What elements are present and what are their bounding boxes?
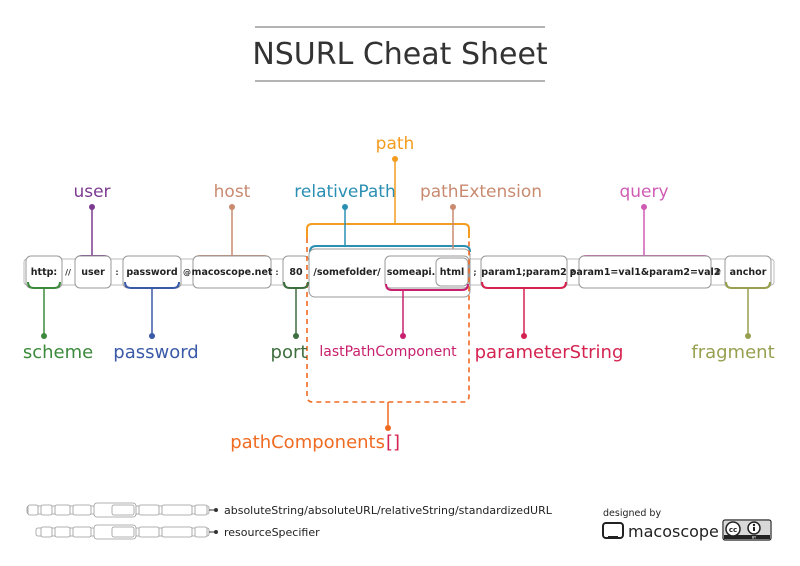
connector-port — [283, 281, 309, 339]
svg-text:user: user — [81, 267, 105, 278]
legend-bar-2 — [35, 524, 210, 540]
macoscope-brand: macoscope — [628, 522, 719, 541]
segment-host: macoscope.net — [192, 255, 273, 289]
label-scheme: scheme — [23, 342, 93, 363]
svg-text:/somefolder/: /somefolder/ — [313, 267, 381, 278]
svg-text:html: html — [440, 267, 464, 278]
segment-fragment: anchor — [724, 255, 772, 289]
separator-semicolon: ; — [473, 268, 476, 277]
connector-path-components — [306, 238, 470, 431]
label-path: path — [376, 134, 415, 154]
connector-user — [75, 204, 111, 263]
label-query: query — [619, 182, 668, 202]
macoscope-logo-icon — [602, 522, 624, 539]
svg-text:BY: BY — [752, 536, 757, 540]
segment-query: param1=val1&param2=val2 — [570, 255, 721, 289]
separator-question: ? — [571, 268, 576, 277]
connector-parameter-string — [481, 281, 567, 339]
separator-colon-2: : — [275, 268, 278, 277]
label-port: port — [271, 342, 308, 363]
connector-fragment — [725, 281, 771, 339]
segment-user: user — [74, 255, 112, 289]
connector-query — [579, 204, 711, 263]
separator-colon-1: : — [115, 268, 118, 277]
label-path-components-brackets: [] — [386, 432, 400, 453]
label-relative-path: relativePath — [294, 182, 395, 202]
segment-password: password — [122, 255, 182, 289]
connector-scheme — [27, 281, 61, 339]
legend-dot-1 — [214, 508, 218, 512]
svg-text:password: password — [126, 267, 177, 278]
segment-parameters: param1;param2 — [480, 255, 568, 289]
svg-text:someapi.: someapi. — [387, 267, 436, 278]
svg-text:80: 80 — [289, 267, 303, 278]
svg-text:http:: http: — [31, 267, 57, 278]
legend-dot-2 — [214, 530, 218, 534]
separator-hash: # — [715, 268, 722, 277]
legend-text-2: resourceSpecifier — [224, 526, 320, 539]
label-fragment: fragment — [691, 342, 774, 363]
connector-relative-path — [309, 204, 471, 253]
label-path-components: pathComponents — [230, 432, 385, 453]
connector-password — [124, 281, 180, 339]
designed-by-text: designed by — [603, 508, 661, 519]
segment-port: 80 — [282, 255, 310, 289]
separator-at: @ — [183, 268, 191, 277]
svg-text:macoscope.net: macoscope.net — [192, 267, 273, 278]
page-title: NSURL Cheat Sheet — [252, 37, 548, 72]
label-password: password — [113, 342, 198, 363]
label-user: user — [73, 182, 110, 202]
svg-text:param1;param2: param1;param2 — [481, 267, 566, 278]
label-parameter-string: parameterString — [475, 342, 624, 363]
segment-extension: html — [435, 257, 469, 287]
label-path-extension: pathExtension — [420, 182, 542, 202]
cc-by-license-icon: cc BY — [722, 519, 772, 541]
legend-text-1: absoluteString/absoluteURL/relativeStrin… — [224, 504, 553, 517]
segment-scheme: http: — [25, 255, 63, 289]
connector-path — [306, 156, 470, 238]
label-last-path-component: lastPathComponent — [319, 344, 457, 360]
connector-last-path-component — [385, 283, 469, 339]
svg-text:cc: cc — [729, 526, 737, 534]
connector-host — [193, 204, 271, 263]
separator-slashes: // — [65, 268, 71, 277]
legend-bar-1 — [26, 502, 210, 518]
svg-text:param1=val1&param2=val2: param1=val1&param2=val2 — [570, 267, 721, 278]
label-host: host — [214, 182, 251, 202]
svg-text:anchor: anchor — [730, 267, 767, 278]
